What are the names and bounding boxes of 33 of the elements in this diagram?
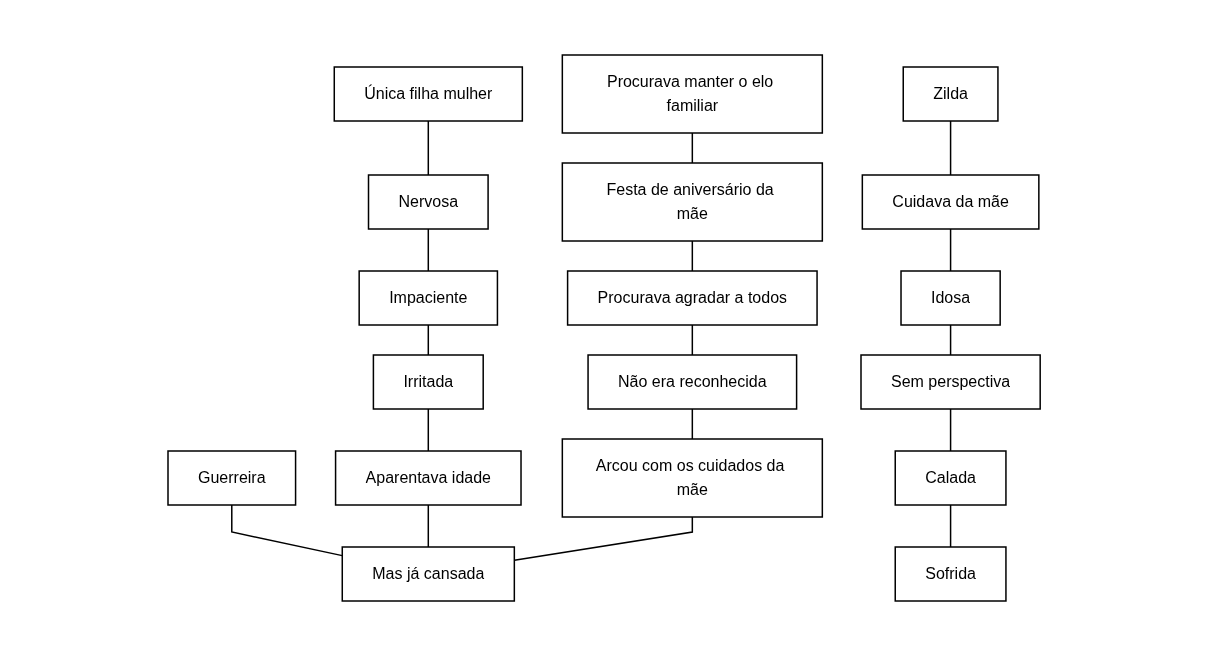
connector xyxy=(692,240,694,272)
node-box: Aparentava idade xyxy=(335,450,523,506)
connector xyxy=(514,516,694,562)
connector xyxy=(950,228,952,272)
node-box: Procurava manter o elo familiar xyxy=(562,54,824,134)
node-box: Festa de aniversário da mãe xyxy=(562,162,824,242)
connector xyxy=(950,408,952,452)
node-box: Única filha mulher xyxy=(333,66,524,122)
node-box: Zilda xyxy=(902,66,1000,122)
node-box: Irritada xyxy=(373,354,485,410)
node-box: Procurava agradar a todos xyxy=(567,270,819,326)
connector xyxy=(427,228,430,272)
connector xyxy=(692,408,694,440)
connector xyxy=(950,504,952,548)
node-box: Arcou com os cuidados da mãe xyxy=(562,438,824,518)
connector xyxy=(692,132,694,164)
connector xyxy=(427,120,430,176)
node-box: Guerreira xyxy=(167,450,297,506)
connector xyxy=(950,324,952,356)
node-box: Calada xyxy=(894,450,1008,506)
node-box: Sofrida xyxy=(894,546,1008,602)
node-box: Mas já cansada xyxy=(341,546,516,602)
node-box: Idosa xyxy=(900,270,1002,326)
connector xyxy=(692,324,694,356)
connector xyxy=(427,324,430,356)
node-box: Nervosa xyxy=(368,174,490,230)
node-box: Sem perspectiva xyxy=(860,354,1042,410)
connector xyxy=(427,504,430,548)
connector xyxy=(950,120,952,176)
node-box: Impaciente xyxy=(358,270,499,326)
node-box: Não era reconhecida xyxy=(587,354,798,410)
connector xyxy=(427,408,430,452)
node-box: Cuidava da mãe xyxy=(862,174,1040,230)
